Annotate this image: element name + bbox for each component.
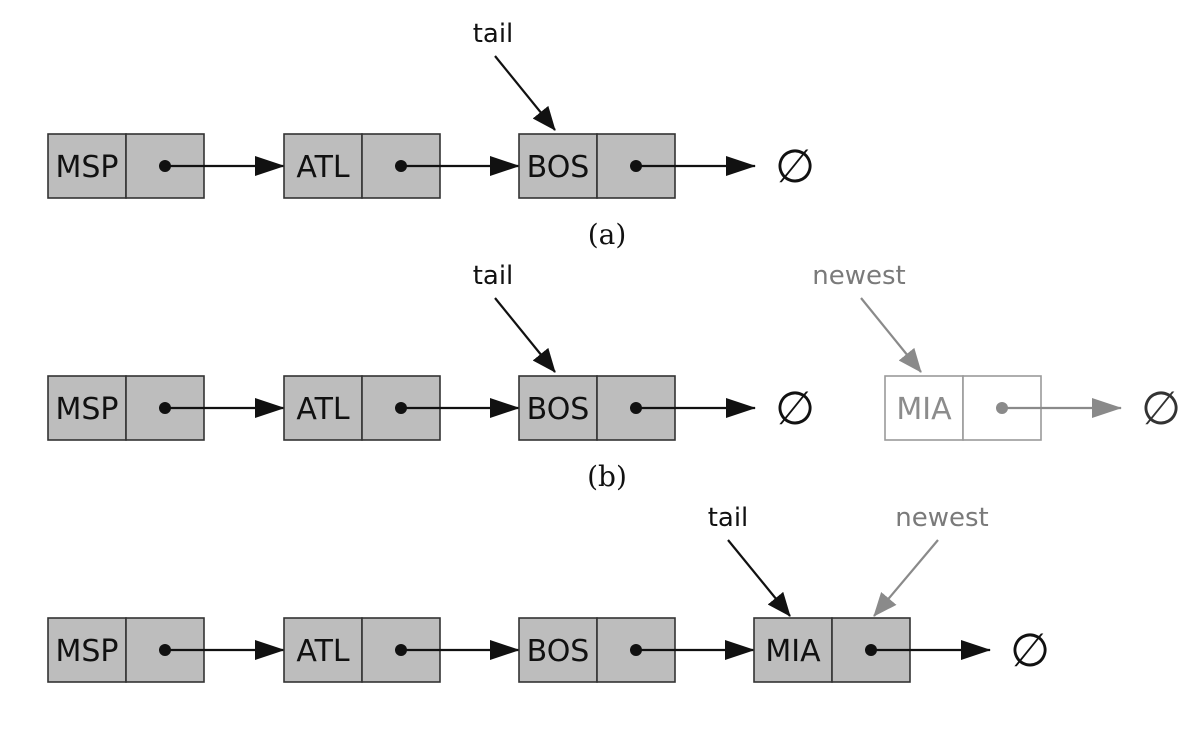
node-element-cell <box>283 133 363 199</box>
node-label: MSP <box>55 392 118 427</box>
node-element-cell <box>47 617 127 683</box>
node-label: MSP <box>55 634 118 669</box>
panel-caption: (b) <box>587 460 627 493</box>
panel-3: MSP ATL BOS MIA ∅ tail newest <box>47 503 1050 683</box>
node-label: BOS <box>527 634 590 669</box>
node-label: BOS <box>527 150 590 185</box>
tail-label: tail <box>473 261 514 291</box>
newest-label: newest <box>895 503 988 533</box>
node-msp: MSP <box>47 133 205 199</box>
node-label: ATL <box>296 150 350 185</box>
node-msp: MSP <box>47 375 205 441</box>
node-element-cell <box>518 375 598 441</box>
node-atl: ATL <box>283 617 441 683</box>
node-label: BOS <box>527 392 590 427</box>
panel-caption: (a) <box>588 218 627 251</box>
tail-label: tail <box>473 19 514 49</box>
null-symbol: ∅ <box>775 381 815 435</box>
newest-pointer-arrow <box>860 297 922 373</box>
node-element-cell <box>283 617 363 683</box>
node-element-cell <box>47 133 127 199</box>
tail-pointer-arrow <box>727 539 791 617</box>
null-symbol: ∅ <box>1010 623 1050 677</box>
node-bos: BOS <box>518 133 676 199</box>
node-element-cell <box>47 375 127 441</box>
node-label: MIA <box>896 392 952 427</box>
null-symbol: ∅ <box>775 139 815 193</box>
node-element-cell <box>884 375 964 441</box>
node-label: ATL <box>296 392 350 427</box>
newest-label: newest <box>812 261 905 291</box>
node-label: MSP <box>55 150 118 185</box>
node-label: ATL <box>296 634 350 669</box>
panel-2: MSP ATL BOS ∅ MIA ∅ tail newest (b) <box>47 261 1181 493</box>
tail-pointer-arrow <box>494 297 556 373</box>
node-element-cell <box>753 617 833 683</box>
null-symbol: ∅ <box>1141 381 1181 435</box>
newest-pointer-arrow <box>873 539 939 617</box>
node-bos: BOS <box>518 617 676 683</box>
tail-label: tail <box>708 503 749 533</box>
node-element-cell <box>518 133 598 199</box>
panel-1: MSP ATL BOS ∅ tail (a) <box>47 19 815 251</box>
tail-pointer-arrow <box>494 55 556 131</box>
node-label: MIA <box>765 634 821 669</box>
node-mia: MIA <box>753 617 911 683</box>
node-element-cell <box>283 375 363 441</box>
node-bos: BOS <box>518 375 676 441</box>
